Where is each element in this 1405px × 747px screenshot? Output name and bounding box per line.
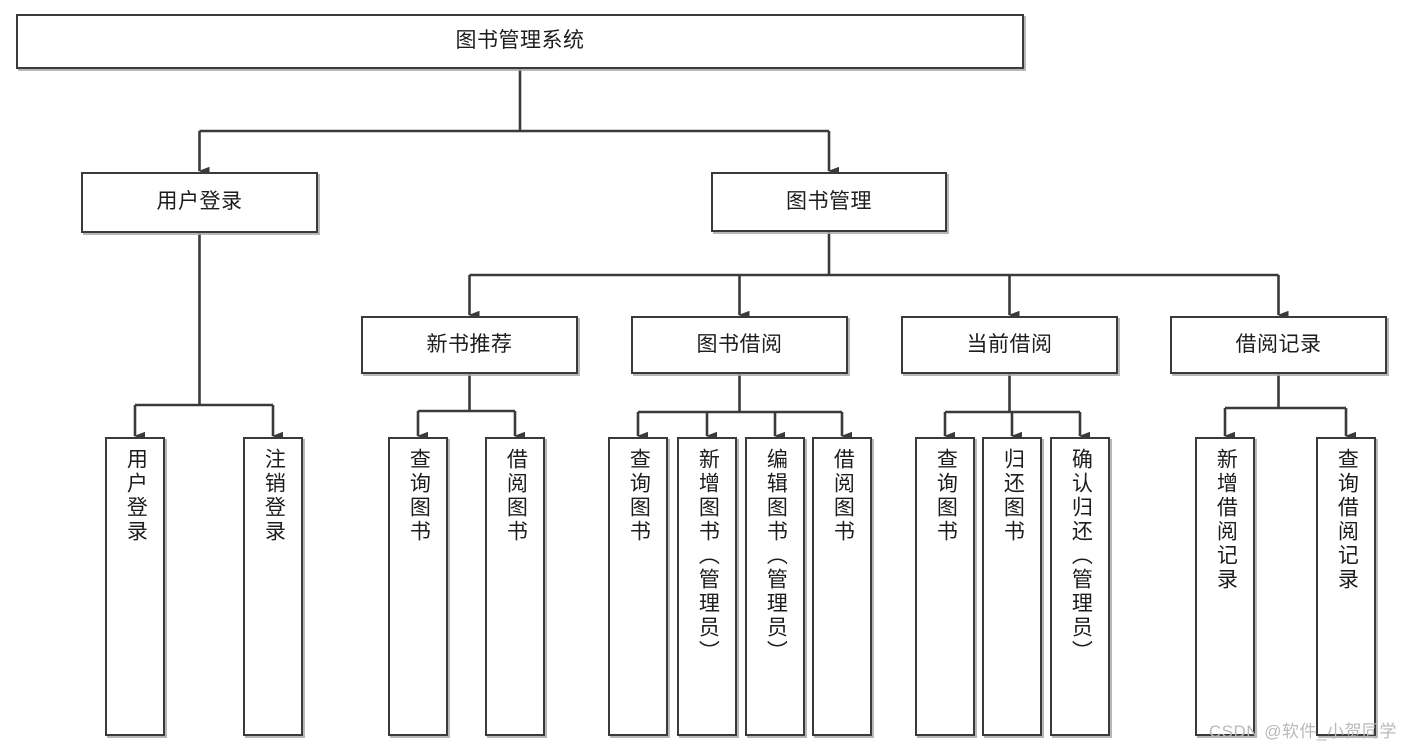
node-label: 查询图书: [934, 448, 958, 544]
node-label: 用户登录: [156, 190, 243, 214]
node-label: 查询借阅记录: [1335, 448, 1359, 592]
node-label: 借阅图书: [504, 448, 528, 544]
node-leaf-login[interactable]: 用户登录: [105, 437, 165, 736]
node-leaf-logout[interactable]: 注销登录: [243, 437, 303, 736]
node-label: 当前借阅: [966, 332, 1053, 356]
node-leaf-query-b[interactable]: 查询图书: [608, 437, 668, 736]
node-label: 借阅记录: [1235, 332, 1322, 356]
node-current[interactable]: 当前借阅: [901, 316, 1118, 374]
node-leaf-return-c[interactable]: 归还图书: [982, 437, 1042, 736]
node-label: 新增图书（管理员）: [696, 448, 720, 664]
node-label: 新增借阅记录: [1214, 448, 1238, 592]
node-label: 查询图书: [407, 448, 431, 544]
node-label: 查询图书: [627, 448, 651, 544]
node-newbook[interactable]: 新书推荐: [361, 316, 578, 374]
node-leaf-edit-b[interactable]: 编辑图书（管理员）: [745, 437, 805, 736]
node-borrow[interactable]: 图书借阅: [631, 316, 848, 374]
edge-group: [133, 69, 1356, 441]
node-label: 图书管理系统: [455, 29, 585, 53]
node-label: 归还图书: [1001, 448, 1025, 544]
node-records[interactable]: 借阅记录: [1170, 316, 1387, 374]
node-bookmgmt[interactable]: 图书管理: [711, 172, 947, 232]
node-label: 确认归还（管理员）: [1069, 448, 1093, 664]
node-leaf-query-new[interactable]: 查询图书: [388, 437, 448, 736]
node-login[interactable]: 用户登录: [81, 172, 318, 233]
node-leaf-lend-b[interactable]: 借阅图书: [812, 437, 872, 736]
node-leaf-add-r[interactable]: 新增借阅记录: [1195, 437, 1255, 736]
node-label: 注销登录: [262, 448, 286, 544]
node-root[interactable]: 图书管理系统: [16, 14, 1024, 69]
node-leaf-query-r[interactable]: 查询借阅记录: [1316, 437, 1376, 736]
node-label: 编辑图书（管理员）: [764, 448, 788, 664]
node-label: 图书借阅: [696, 332, 783, 356]
watermark-text: CSDN @软件_小贺同学: [1208, 722, 1397, 741]
node-leaf-confirm-c[interactable]: 确认归还（管理员）: [1050, 437, 1110, 736]
node-label: 借阅图书: [831, 448, 855, 544]
node-leaf-query-c[interactable]: 查询图书: [915, 437, 975, 736]
node-leaf-borrow-new[interactable]: 借阅图书: [485, 437, 545, 736]
node-label: 图书管理: [786, 189, 872, 213]
node-label: 新书推荐: [426, 332, 513, 356]
node-leaf-add-b[interactable]: 新增图书（管理员）: [677, 437, 737, 736]
node-label: 用户登录: [124, 448, 148, 544]
